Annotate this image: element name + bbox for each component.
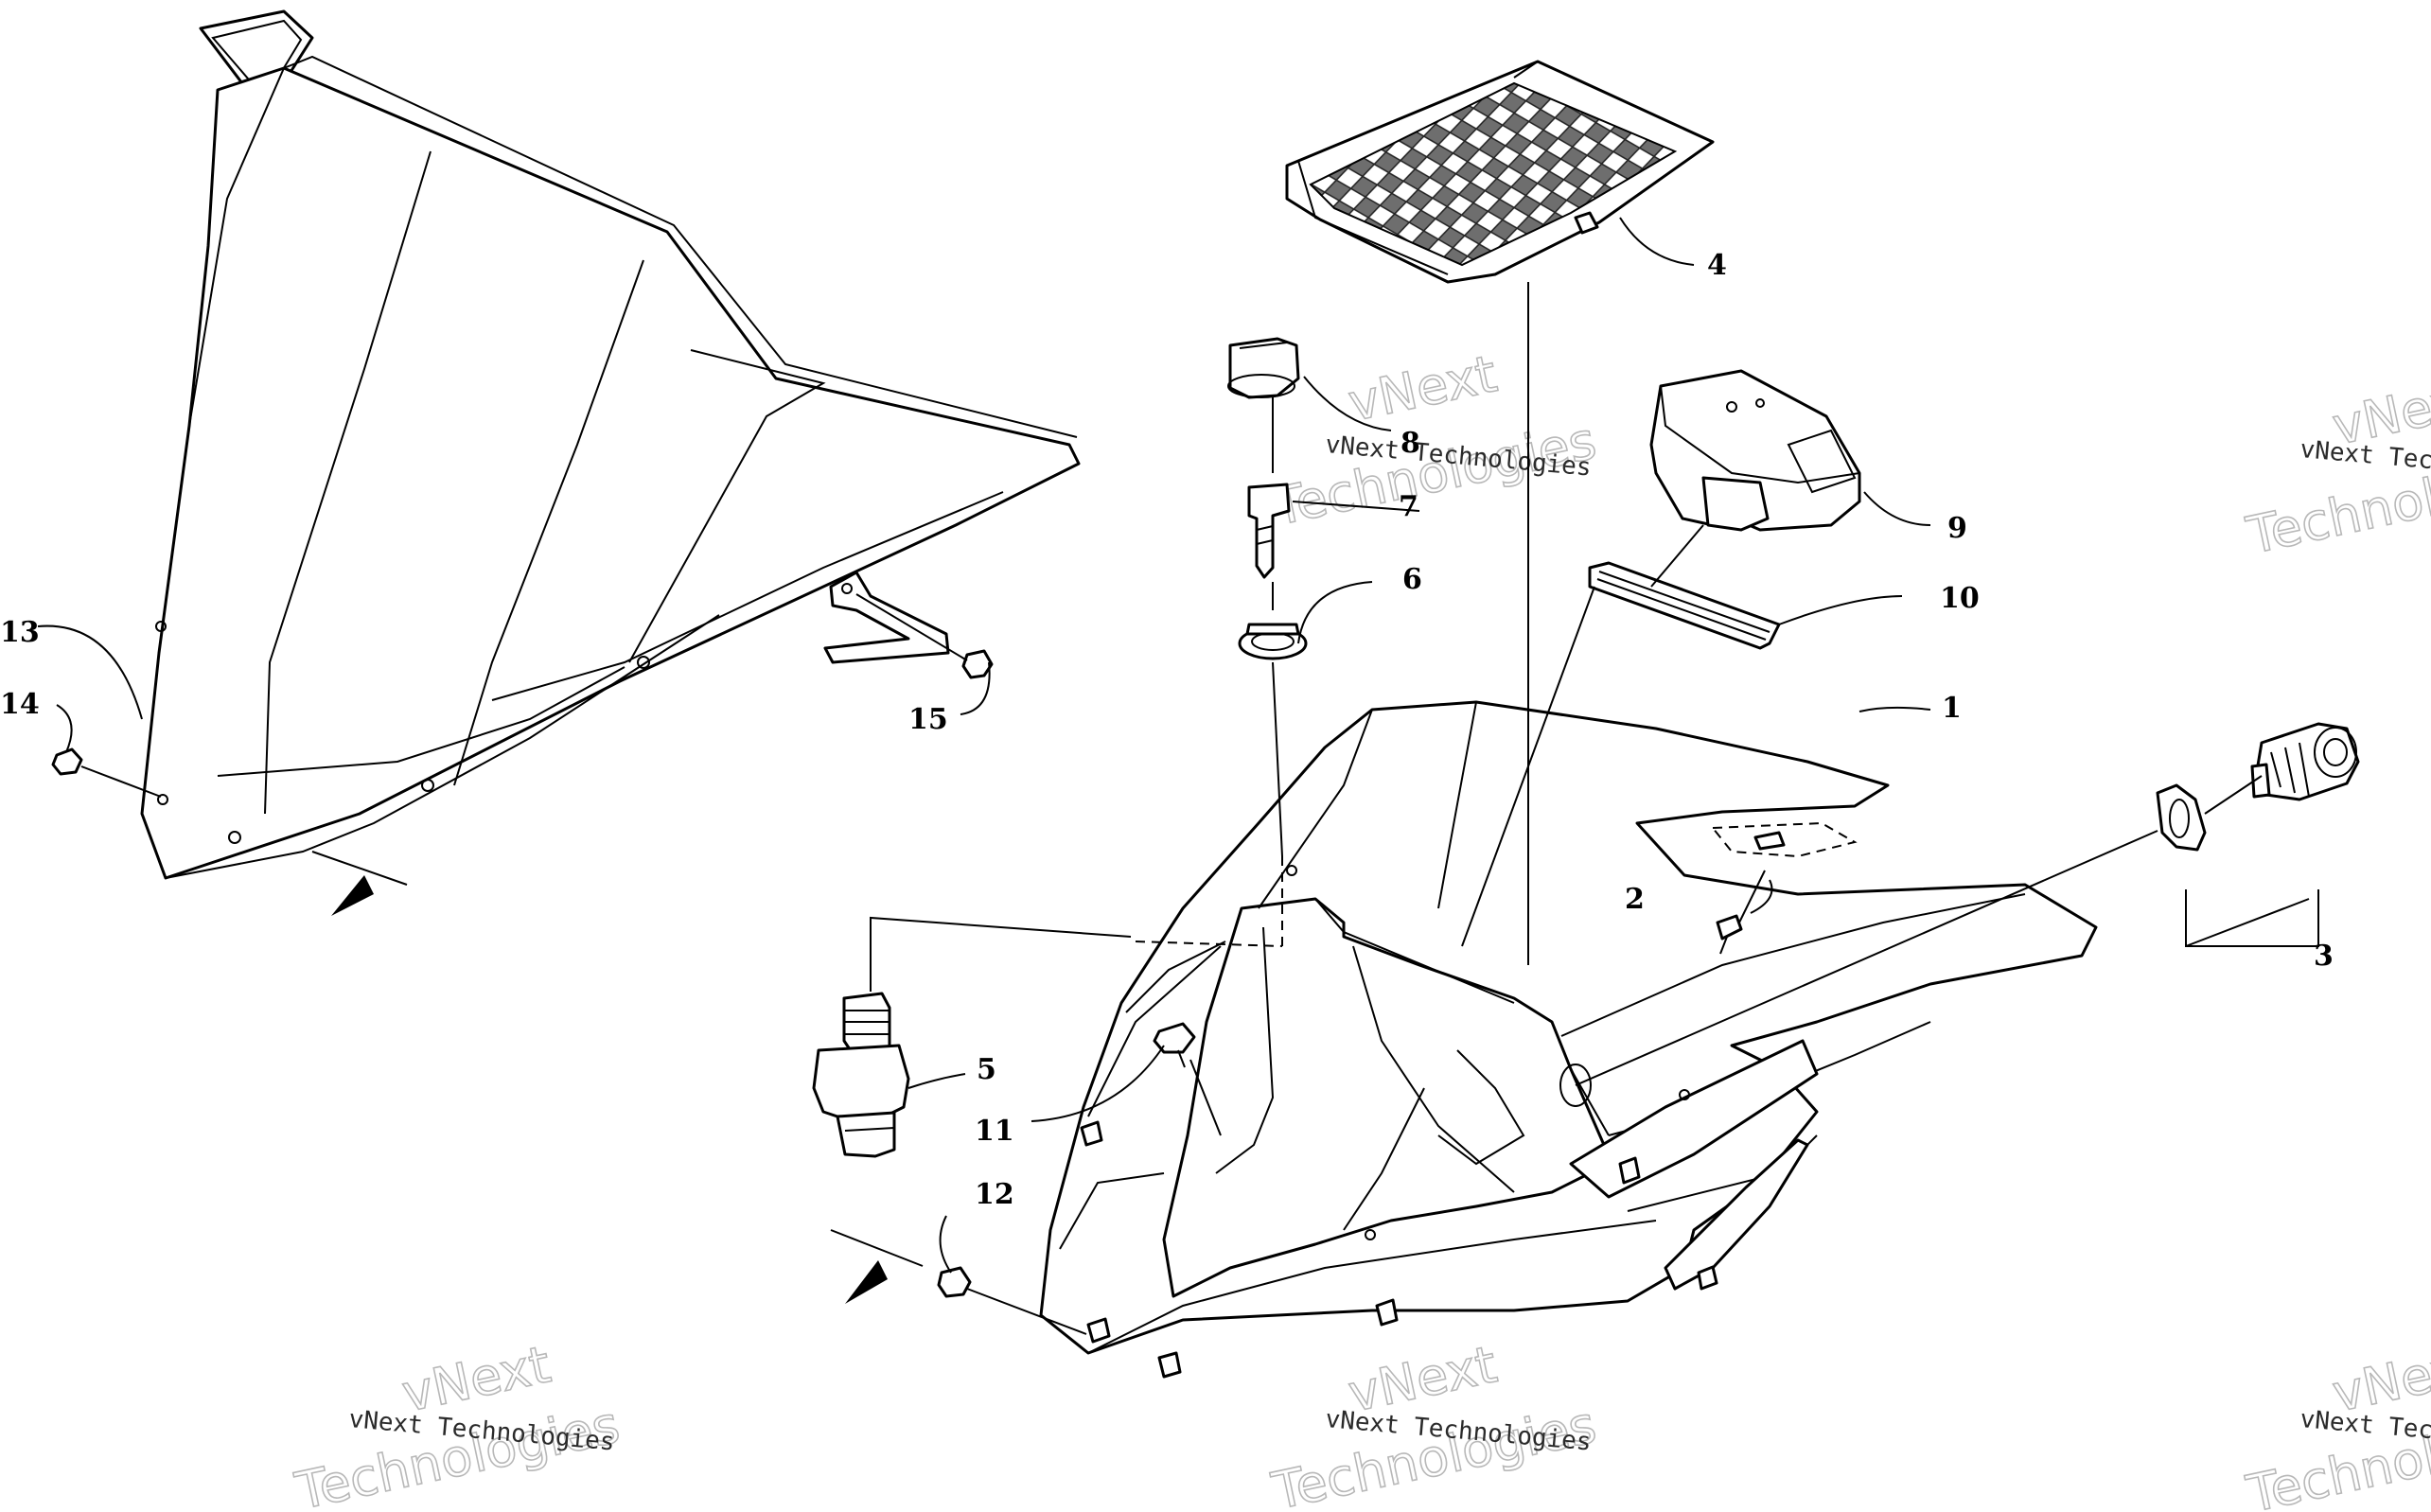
callout-8: 8 [1400, 427, 1420, 460]
callout-14: 14 [0, 688, 40, 721]
callout-9: 9 [1947, 512, 1967, 545]
ignition-switch-5 [812, 992, 910, 1158]
callout-13: 13 [0, 616, 40, 649]
storage-net [1285, 60, 1715, 284]
screw-15 [855, 593, 994, 679]
svg-text:vNext: vNext [397, 1334, 555, 1423]
callout-1: 1 [1942, 692, 1962, 725]
callout-10: 10 [1940, 582, 1980, 615]
windshield [140, 9, 1081, 880]
callout-15: 15 [908, 703, 948, 736]
screw-14 [51, 747, 162, 798]
hood-1 [1039, 700, 2098, 1379]
outlet-nut-3 [2156, 783, 2207, 852]
callout-leaders [37, 217, 1931, 1274]
lock-nut-6 [1238, 623, 1308, 660]
outlet-bracket [2185, 889, 2319, 947]
gasket-10 [1588, 561, 1781, 650]
svg-text:vNext: vNext [1344, 343, 1502, 432]
watermark-bottom-right: vNext Technologies vNext Technologies [2241, 1333, 2431, 1512]
watermark-top-center: vNext Technologies vNext Technologies [1266, 343, 1602, 537]
screw-11 [1153, 1022, 1196, 1068]
callout-12: 12 [975, 1178, 1014, 1211]
watermark-bottom-left: vNext Technologies vNext Technologies [290, 1333, 625, 1512]
callout-5: 5 [977, 1053, 996, 1086]
key-cap-8 [1227, 337, 1300, 399]
watermark-top-right: vNext Technologies vNext Technologies [2241, 366, 2431, 566]
svg-text:Technologies: Technologies [1267, 1395, 1601, 1512]
callout-7: 7 [1399, 490, 1418, 523]
callout-11: 11 [975, 1115, 1014, 1148]
gauge-9 [1649, 369, 1861, 532]
callout-labels: 1 2 3 4 5 6 7 8 9 10 11 12 13 14 15 [0, 249, 2334, 1211]
callout-3: 3 [2314, 940, 2334, 973]
callout-6: 6 [1402, 563, 1422, 596]
power-outlet-3 [2250, 722, 2360, 801]
callout-4: 4 [1707, 249, 1727, 282]
watermark-bottom-center: vNext Technologies vNext Technologies [1266, 1333, 1602, 1512]
rivet-12 [937, 1266, 972, 1298]
assembly-lines [311, 282, 2263, 1335]
key-7 [1247, 483, 1291, 579]
screw-2 [1716, 870, 1766, 955]
callout-2: 2 [1625, 883, 1645, 916]
